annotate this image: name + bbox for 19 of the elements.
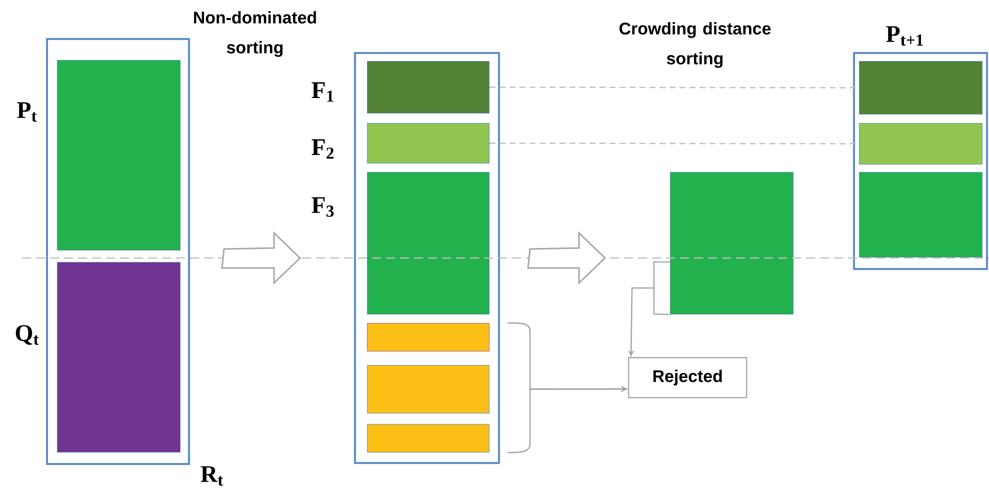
set-label: Q$_{t}$: [16, 325, 39, 345]
front-block: [859, 123, 982, 164]
heading: Crowding distance sorting: [619, 22, 771, 68]
box-label: Rejected: [653, 370, 722, 386]
set-label: F$_{3}$: [312, 197, 334, 217]
set-label: F$_{2}$: [312, 139, 334, 159]
front-block: [367, 323, 490, 352]
front-block: [859, 172, 982, 258]
heading: Non-dominated sorting: [194, 11, 316, 57]
front-block: [859, 61, 982, 114]
front-block: [367, 424, 490, 452]
set-label: P$_{t+1}$: [886, 26, 923, 46]
block-arrow: [527, 231, 606, 285]
front-block: [670, 172, 794, 314]
set-label: F$_{1}$: [312, 82, 334, 102]
block-arrow: [221, 231, 302, 285]
set-label: R$_{t}$: [200, 466, 224, 486]
set-label: P$_{t}$: [17, 102, 37, 122]
front-block: [367, 365, 490, 414]
